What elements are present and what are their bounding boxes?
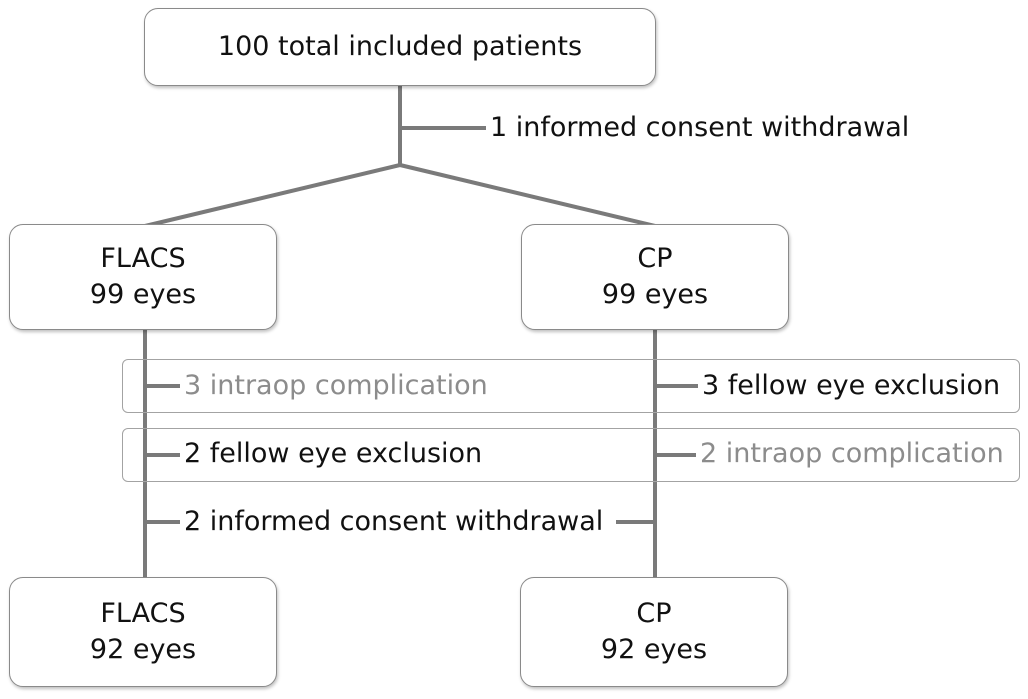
- cp-end-eyes: 92 eyes: [600, 634, 708, 665]
- exclusion-band-2: [122, 428, 1020, 482]
- flacs-start-eyes: 99 eyes: [89, 279, 197, 310]
- exclusion-band-1: [122, 359, 1020, 413]
- cp-exclusion-fellow-eye: 3 fellow eye exclusion: [702, 370, 1001, 401]
- flacs-end-group: FLACS: [100, 598, 186, 629]
- flacs-start-box: FLACS 99 eyes: [9, 224, 277, 330]
- cp-start-box: CP 99 eyes: [521, 224, 789, 330]
- cp-end-box: CP 92 eyes: [520, 577, 788, 687]
- top-exclusion-label: 1 informed consent withdrawal: [486, 111, 914, 145]
- flacs-start-group: FLACS: [100, 243, 186, 274]
- cp-exclusion-intraop: 2 intraop complication: [700, 438, 1004, 469]
- split-left-line: [144, 163, 401, 228]
- shared-exclusion-label: 2 informed consent withdrawal: [180, 505, 608, 539]
- cp-start-eyes: 99 eyes: [601, 279, 709, 310]
- cp-start-group: CP: [637, 243, 673, 274]
- flacs-end-box: FLACS 92 eyes: [9, 577, 277, 687]
- cp-end-group: CP: [636, 598, 672, 629]
- flacs-end-eyes: 92 eyes: [89, 634, 197, 665]
- flacs-exclusion-intraop: 3 intraop complication: [180, 369, 492, 403]
- top-box-text: 100 total included patients: [217, 31, 583, 62]
- split-right-line: [399, 163, 656, 228]
- flacs-exclusion-fellow-eye: 2 fellow eye exclusion: [180, 437, 487, 471]
- top-box: 100 total included patients: [144, 8, 656, 86]
